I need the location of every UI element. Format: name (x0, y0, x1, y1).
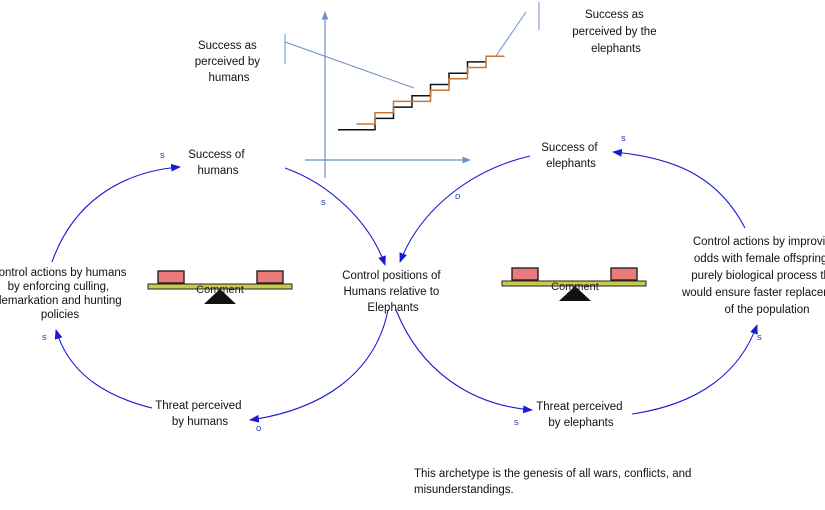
footnote: This archetype is the genesis of all war… (414, 468, 692, 496)
arrow-success-humans-to-control-positions (284, 167, 386, 266)
arrow-threat-humans-to-control-humans (54, 329, 153, 409)
node-threat-perceived-by-elephants: Threat perceived by elephants (536, 401, 626, 429)
arrow-threat-elephants-to-control-elephants (631, 324, 758, 415)
node-success-of-elephants: Success of elephants (541, 142, 600, 170)
series-line-elephants (356, 55, 505, 125)
node-success-of-humans: Success of humans (188, 149, 247, 177)
arrow-control-positions-to-threat-humans (249, 309, 389, 423)
polarity-mark: s (514, 417, 519, 428)
loop-nodes: Success of humans Control positions of H… (0, 142, 825, 429)
polarity-mark: s (621, 133, 626, 144)
polarity-mark: s (160, 150, 165, 161)
arrow-control-elephants-to-success-elephants (612, 148, 746, 229)
node-control-actions-by-elephants: Control actions by improving odds with f… (681, 236, 825, 316)
polarity-mark: s (42, 332, 47, 343)
node-control-positions: Control positions of Humans relative to … (342, 270, 444, 314)
arrow-control-to-success-humans (51, 163, 181, 263)
balance-comment: Comment (551, 281, 599, 293)
causal-loop-arrows (51, 148, 758, 423)
polarity-marks: s s o s s o s s (42, 133, 762, 434)
callout-elephants-leader (495, 11, 527, 57)
callout-humans-leader (284, 41, 415, 89)
balance-scale-icon: Comment (147, 270, 293, 304)
inset-graph: Success as perceived by humans Success a… (195, 2, 660, 178)
graph-label-humans: Success as perceived by humans (195, 40, 263, 84)
polarity-mark: o (256, 423, 261, 434)
polarity-mark: s (321, 197, 326, 208)
balance-comment: Comment (196, 284, 244, 296)
polarity-mark: s (757, 332, 762, 343)
arrow-success-elephants-to-control-positions (399, 155, 531, 263)
arrow-control-positions-to-threat-elephants (395, 309, 533, 414)
node-threat-perceived-by-humans: Threat perceived by humans (155, 400, 245, 428)
graph-label-elephants: Success as perceived by the elephants (572, 9, 660, 55)
polarity-mark: o (455, 191, 460, 202)
series-line-humans (338, 61, 486, 131)
balance-scale-icon: Comment (501, 267, 647, 301)
graph-series-layer (338, 55, 505, 131)
node-control-actions-by-humans: Control actions by humans by enforcing c… (0, 267, 130, 321)
